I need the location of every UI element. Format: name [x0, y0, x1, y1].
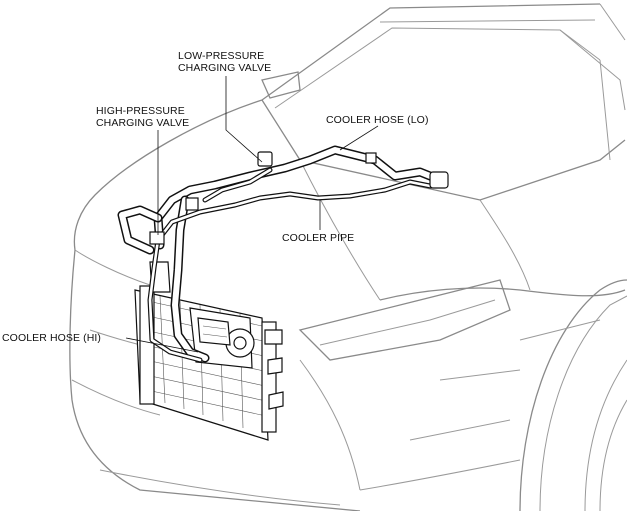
cooler-pipe-label: COOLER PIPE [282, 232, 355, 244]
compressor [189, 307, 255, 369]
low-pressure-valve-label: LOW-PRESSURE CHARGING VALVE [178, 50, 271, 74]
cooler-hose-hi-label: COOLER HOSE (HI) [2, 332, 102, 344]
high-pressure-valve-label: HIGH-PRESSURE CHARGING VALVE [96, 105, 189, 129]
refrigerant-lines [117, 145, 449, 363]
leader-lines [125, 76, 379, 353]
high-pressure-valve-label-line1: HIGH-PRESSURE [96, 105, 185, 117]
low-pressure-valve-label-line1: LOW-PRESSURE [178, 50, 265, 62]
high-pressure-valve-label-line2: CHARGING VALVE [96, 117, 190, 129]
low-pressure-valve-label-line2: CHARGING VALVE [178, 62, 272, 74]
cooler-hose-lo-label: COOLER HOSE (LO) [326, 114, 429, 126]
